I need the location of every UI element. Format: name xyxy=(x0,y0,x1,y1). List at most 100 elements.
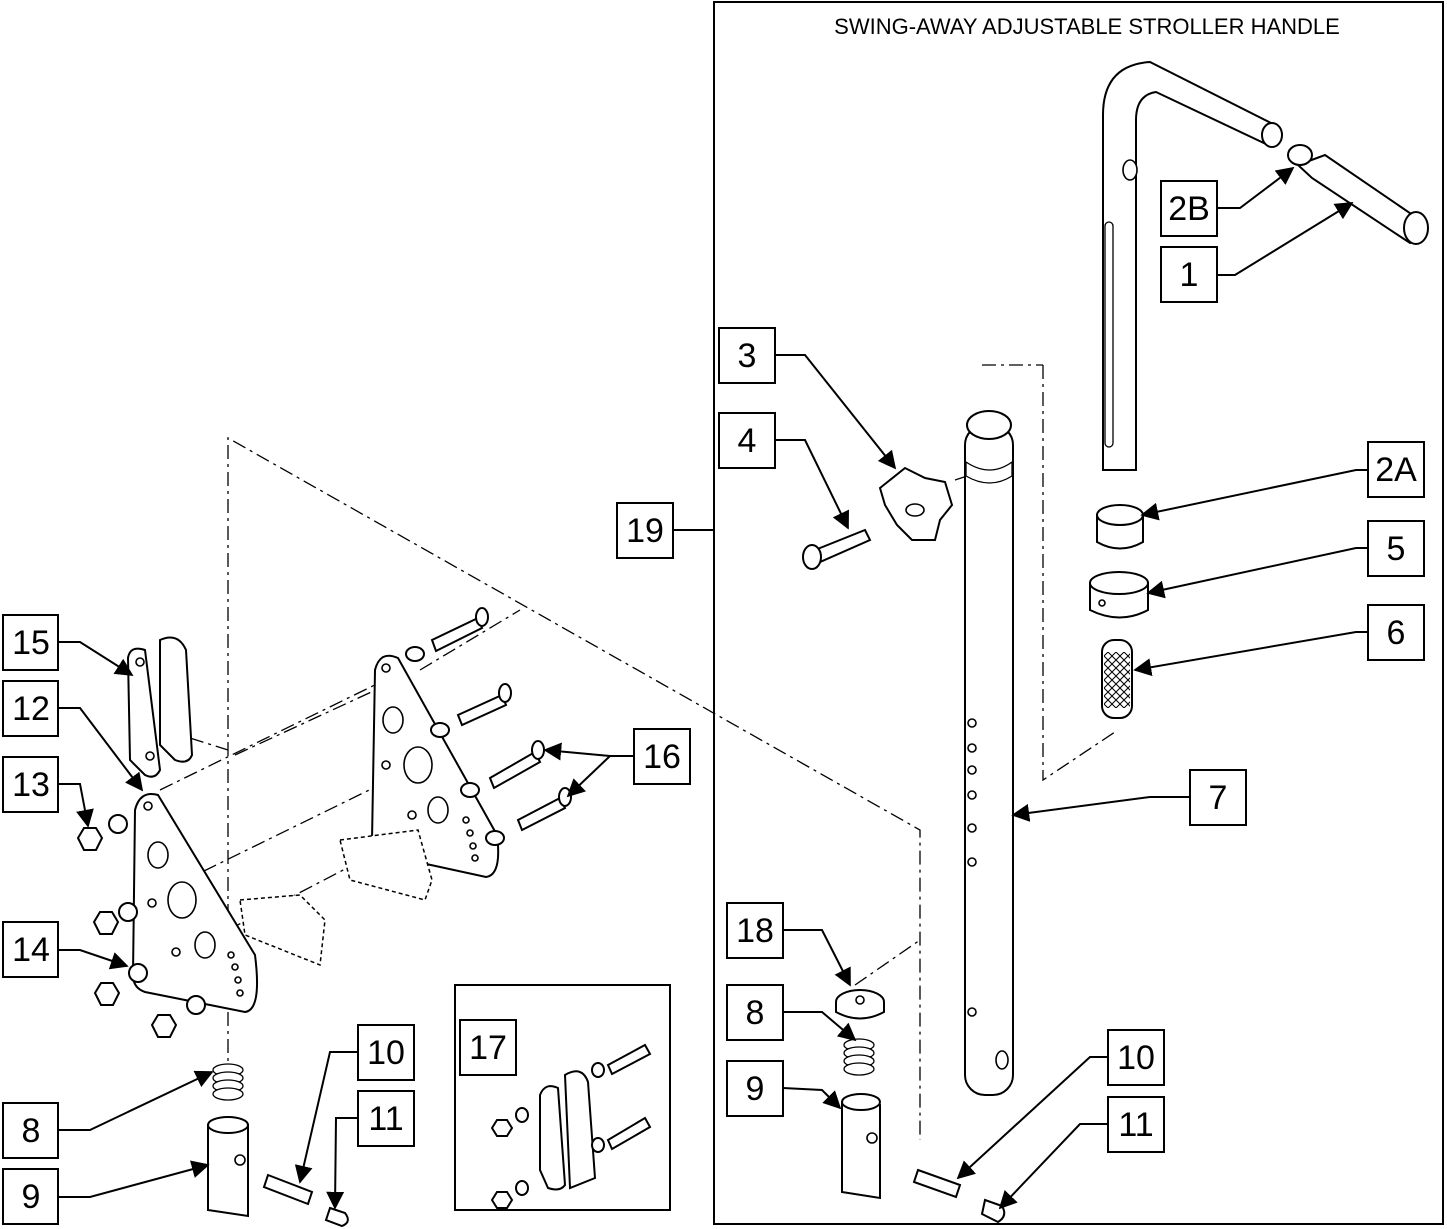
callout-3: 3 xyxy=(718,327,776,384)
bracket-15-hole-bottom xyxy=(145,751,155,761)
callout-16: 16 xyxy=(633,728,691,785)
hidden-bracket-2 xyxy=(239,894,326,967)
tube-top xyxy=(966,410,1012,440)
callout-2b-label: 2B xyxy=(1168,190,1210,228)
callout-12-label: 12 xyxy=(12,690,50,728)
callout-15-label: 15 xyxy=(12,624,50,662)
spring-left xyxy=(212,1063,244,1101)
inset-17-frame xyxy=(454,984,671,1211)
callout-17: 17 xyxy=(459,1019,517,1076)
plate-rear-holes xyxy=(381,663,479,862)
pin-left xyxy=(262,1173,314,1206)
inset-bracket-front xyxy=(539,1085,567,1191)
callout-9-right-label: 9 xyxy=(746,1070,765,1108)
bracket-15-back xyxy=(159,636,194,763)
handle-grip xyxy=(1296,153,1423,245)
callout-1: 1 xyxy=(1160,246,1218,303)
callout-5-label: 5 xyxy=(1387,530,1406,568)
cap-left xyxy=(324,1206,349,1228)
washer-18-hole xyxy=(855,995,865,1005)
callout-14-label: 14 xyxy=(12,931,50,969)
callout-7: 7 xyxy=(1189,769,1247,826)
nuts-and-washers xyxy=(76,814,206,1038)
callout-13-label: 13 xyxy=(12,766,50,804)
knurl-texture xyxy=(1104,652,1130,708)
callout-19-label: 19 xyxy=(626,512,664,550)
bolts-16 xyxy=(405,607,572,846)
callout-8-right-label: 8 xyxy=(746,994,765,1032)
callout-3-label: 3 xyxy=(738,337,757,375)
washer-18-side xyxy=(835,1002,885,1020)
callout-8-left-label: 8 xyxy=(22,1112,41,1150)
tube-holes xyxy=(967,718,1009,1070)
callout-2b: 2B xyxy=(1160,180,1218,237)
callout-7-label: 7 xyxy=(1209,779,1228,817)
callout-6-label: 6 xyxy=(1387,614,1406,652)
inset-washer-left-bottom xyxy=(515,1180,529,1196)
leader-lines xyxy=(58,166,1368,1210)
plate-front-holes xyxy=(143,801,244,997)
callout-2a: 2A xyxy=(1367,441,1425,498)
callout-18-label: 18 xyxy=(736,912,774,950)
callout-13: 13 xyxy=(2,756,59,813)
callout-11-right: 11 xyxy=(1107,1096,1165,1153)
sleeve-right-hole xyxy=(866,1132,878,1144)
assembly-frame xyxy=(713,1,1444,1225)
callout-19: 19 xyxy=(616,502,674,559)
callout-9-left-label: 9 xyxy=(22,1178,41,1216)
inset-bolt-top xyxy=(606,1043,652,1076)
diagram-title: SWING-AWAY ADJUSTABLE STROLLER HANDLE xyxy=(834,14,1340,39)
bracket-15 xyxy=(126,647,162,778)
screw-head xyxy=(802,544,822,570)
callout-2a-label: 2A xyxy=(1375,451,1417,489)
handle-hole xyxy=(1122,159,1138,181)
callout-17-label: 17 xyxy=(469,1029,507,1067)
callout-4: 4 xyxy=(718,412,776,469)
spring-right xyxy=(843,1038,875,1076)
collar-5-top xyxy=(1089,571,1149,595)
sleeve-right xyxy=(841,1100,881,1200)
callout-9-right: 9 xyxy=(726,1060,784,1117)
handle-slot xyxy=(1104,221,1114,448)
callout-10-right-label: 10 xyxy=(1117,1039,1155,1077)
inset-nut-bottom xyxy=(490,1191,514,1209)
callout-15: 15 xyxy=(2,614,59,671)
callout-4-label: 4 xyxy=(738,422,757,460)
handle-tube-end xyxy=(1261,122,1283,148)
callout-8-right: 8 xyxy=(726,984,784,1041)
callout-11-left-label: 11 xyxy=(368,1100,403,1138)
grip-end-cap xyxy=(1403,211,1429,245)
knob-center-hole xyxy=(905,503,925,517)
screw-bolt xyxy=(813,528,872,564)
sleeve-right-top xyxy=(841,1093,881,1111)
inset-bracket-back xyxy=(563,1070,597,1190)
callout-16-label: 16 xyxy=(643,738,681,776)
spacer-2a-top xyxy=(1096,504,1144,526)
inset-washer-top xyxy=(591,1062,605,1078)
callout-10-left-label: 10 xyxy=(367,1034,405,1072)
collar-5-hole xyxy=(1098,599,1106,607)
callout-11-right-label: 11 xyxy=(1118,1106,1153,1144)
callout-9-left: 9 xyxy=(2,1168,59,1225)
tube-slot xyxy=(965,460,1013,484)
bracket-15-hole-top xyxy=(135,657,145,667)
callout-1-label: 1 xyxy=(1180,256,1199,294)
inset-nut-top xyxy=(490,1119,514,1137)
callout-18: 18 xyxy=(726,902,784,959)
callout-10-left: 10 xyxy=(357,1024,415,1081)
inset-washer-left-top xyxy=(515,1107,529,1123)
sleeve-left-top xyxy=(207,1116,249,1134)
callout-6: 6 xyxy=(1367,604,1425,661)
callout-10-right: 10 xyxy=(1107,1029,1165,1086)
callout-12: 12 xyxy=(2,680,59,737)
plug-2b xyxy=(1287,144,1313,166)
sleeve-left xyxy=(207,1124,249,1218)
pin-right xyxy=(912,1168,962,1199)
inset-washer-bottom xyxy=(591,1137,605,1153)
inset-bolt-bottom xyxy=(606,1116,652,1151)
callout-14: 14 xyxy=(2,921,59,978)
callout-11-left: 11 xyxy=(357,1090,415,1147)
cap-right xyxy=(980,1198,1006,1224)
callout-8-left: 8 xyxy=(2,1102,59,1159)
